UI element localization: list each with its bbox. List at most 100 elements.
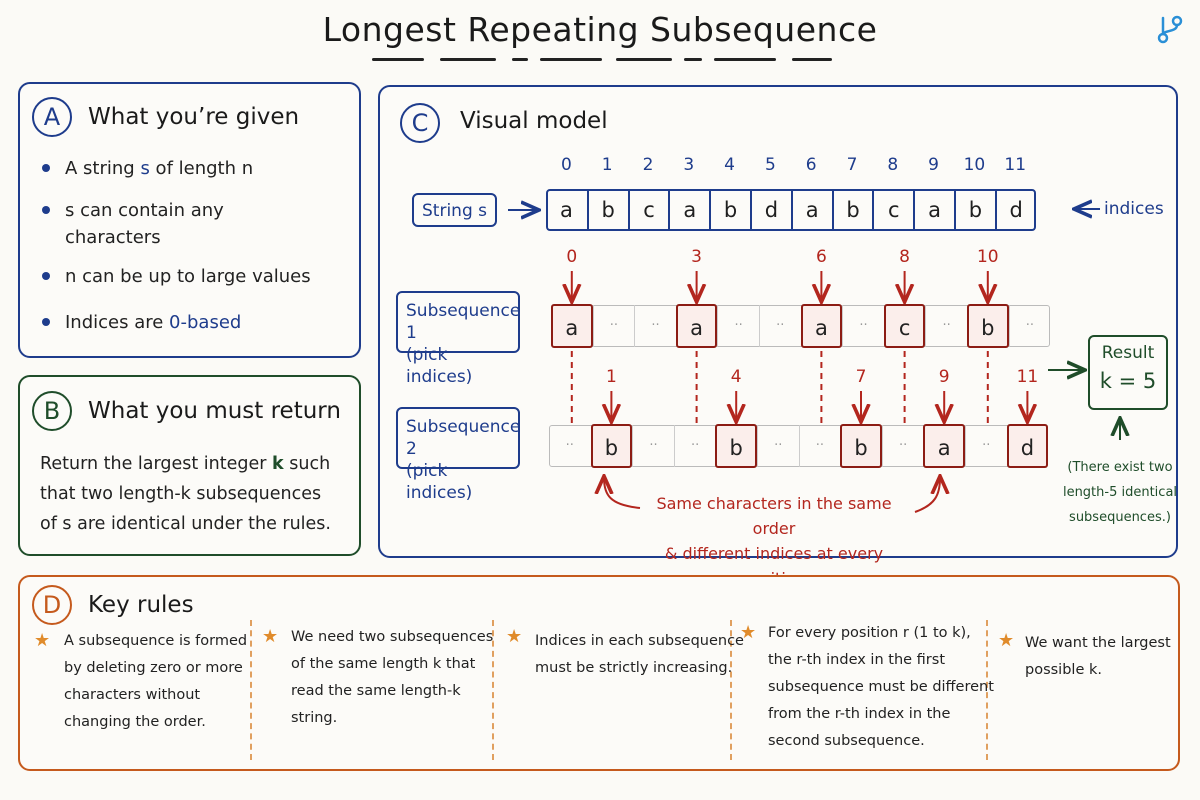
subsequence-2-picked-char: a xyxy=(923,424,965,468)
subsequence-1-filler: ·· xyxy=(592,305,635,347)
subsequence-2-filler: ·· xyxy=(881,425,924,467)
string-cell: b xyxy=(586,189,628,231)
title-underline xyxy=(372,58,424,61)
subsequence-2-pick-index: 11 xyxy=(1016,367,1039,387)
caption-arrow-right xyxy=(914,478,940,513)
given-panel xyxy=(18,82,361,358)
subsequence-1-filler: ·· xyxy=(842,305,884,347)
string-cell: b xyxy=(954,189,995,231)
star-icon: ★ xyxy=(998,630,1015,651)
subsequence-1-filler: ·· xyxy=(634,305,676,347)
string-cell: a xyxy=(559,198,573,222)
result-value: k = 5 xyxy=(1099,369,1157,393)
index-label: 0 xyxy=(560,155,572,175)
panel-badge-a: A xyxy=(32,97,72,137)
git-branch-icon[interactable] xyxy=(1155,14,1185,44)
title-underline xyxy=(512,58,528,61)
bullet-dot xyxy=(42,272,50,280)
index-label: 3 xyxy=(683,155,695,175)
given-bullet-3: n can be up to large values xyxy=(65,266,311,287)
index-label: 2 xyxy=(642,155,654,175)
panel-badge-c: C xyxy=(400,103,440,143)
index-label: 6 xyxy=(805,155,817,175)
subsequence-1-picked-char: c xyxy=(883,304,926,348)
subsequence-2-pick-index: 1 xyxy=(605,367,617,387)
subsequence-1-pick-index: 3 xyxy=(691,247,702,267)
string-cell: d xyxy=(750,189,791,231)
subsequence-2-label: Subsequence 2(pick indices) xyxy=(396,407,520,503)
title-underline xyxy=(616,58,672,61)
string-cell: a xyxy=(668,189,709,231)
subsequence-1-filler: ·· xyxy=(925,305,967,347)
subsequence-1-pick-index: 0 xyxy=(566,247,578,267)
subsequence-2-pick-index: 9 xyxy=(938,367,950,387)
subsequence-2-filler: ·· xyxy=(632,425,674,467)
panel-badge-d: D xyxy=(32,585,72,625)
string-cell: b xyxy=(831,189,873,231)
subsequence-2-picked-char: b xyxy=(590,424,633,468)
index-label: 8 xyxy=(887,155,899,175)
key-rules-title: Key rules xyxy=(88,592,194,618)
subsequence-2-picked-char: b xyxy=(715,424,757,468)
index-label: 5 xyxy=(764,155,776,175)
string-cell: c xyxy=(627,189,669,231)
page-title: Longest Repeating Subsequence xyxy=(322,10,878,49)
index-label: 1 xyxy=(601,155,613,175)
index-label: 10 xyxy=(963,155,986,175)
rule-divider xyxy=(492,620,494,760)
bullet-dot xyxy=(42,164,50,172)
subsequence-1-filler: ·· xyxy=(759,305,801,347)
subsequence-1-pick-index: 6 xyxy=(815,247,827,267)
string-label: String s xyxy=(412,193,497,227)
string-cell: c xyxy=(872,189,913,231)
bullet-dot xyxy=(42,318,50,326)
string-cell: b xyxy=(709,189,750,231)
subsequence-2-filler: ·· xyxy=(673,425,716,467)
given-title: What you’re given xyxy=(88,104,300,130)
index-label: 4 xyxy=(724,155,735,175)
caption-arrow-left xyxy=(604,478,641,509)
title-underline xyxy=(714,58,776,61)
index-label: 7 xyxy=(846,155,858,175)
panel-badge-b: B xyxy=(32,391,72,431)
subsequence-2-filler: ·· xyxy=(965,425,1007,467)
rule-divider xyxy=(986,620,988,760)
subsequence-2-filler: ·· xyxy=(798,425,841,467)
subsequence-1-filler: ·· xyxy=(717,305,759,347)
subsequence-2-picked-char: d xyxy=(1006,424,1049,468)
return-title: What you must return xyxy=(88,398,341,424)
subsequence-1-label: Subsequence 1(pick indices) xyxy=(396,291,520,387)
string-cell: a xyxy=(913,189,954,231)
subsequence-1-filler: ·· xyxy=(1008,305,1051,347)
subsequence-1-picked-char: a xyxy=(800,304,843,348)
subsequence-2-pick-index: 7 xyxy=(855,367,867,387)
subsequence-1-picked-char: b xyxy=(967,304,1009,348)
string-cell: d xyxy=(994,189,1036,231)
title-underline xyxy=(540,58,602,61)
title-underline xyxy=(792,58,832,61)
result-label: Result xyxy=(1101,343,1155,363)
result-box: Result k = 5 xyxy=(1088,335,1168,410)
index-label: 11 xyxy=(1004,155,1027,175)
given-bullet-1: A string s of length n xyxy=(65,158,254,179)
given-bullet-4: Indices are 0-based xyxy=(65,312,242,333)
index-label: 9 xyxy=(928,155,939,175)
subsequence-1-picked-char: a xyxy=(551,304,593,348)
subsequence-1-pick-index: 8 xyxy=(899,247,910,267)
rule-4: For every position r (1 to k),the r-th i… xyxy=(768,625,994,749)
star-icon: ★ xyxy=(506,626,523,647)
subsequence-2-filler: ·· xyxy=(565,438,574,453)
visual-model-title: Visual model xyxy=(460,108,608,134)
return-text: Return the largest integer k such that t… xyxy=(40,454,331,534)
subsequence-2-filler: ·· xyxy=(757,425,799,467)
title-underline xyxy=(684,58,702,61)
subsequence-2-pick-index: 4 xyxy=(730,367,742,387)
rule-divider xyxy=(250,620,252,760)
